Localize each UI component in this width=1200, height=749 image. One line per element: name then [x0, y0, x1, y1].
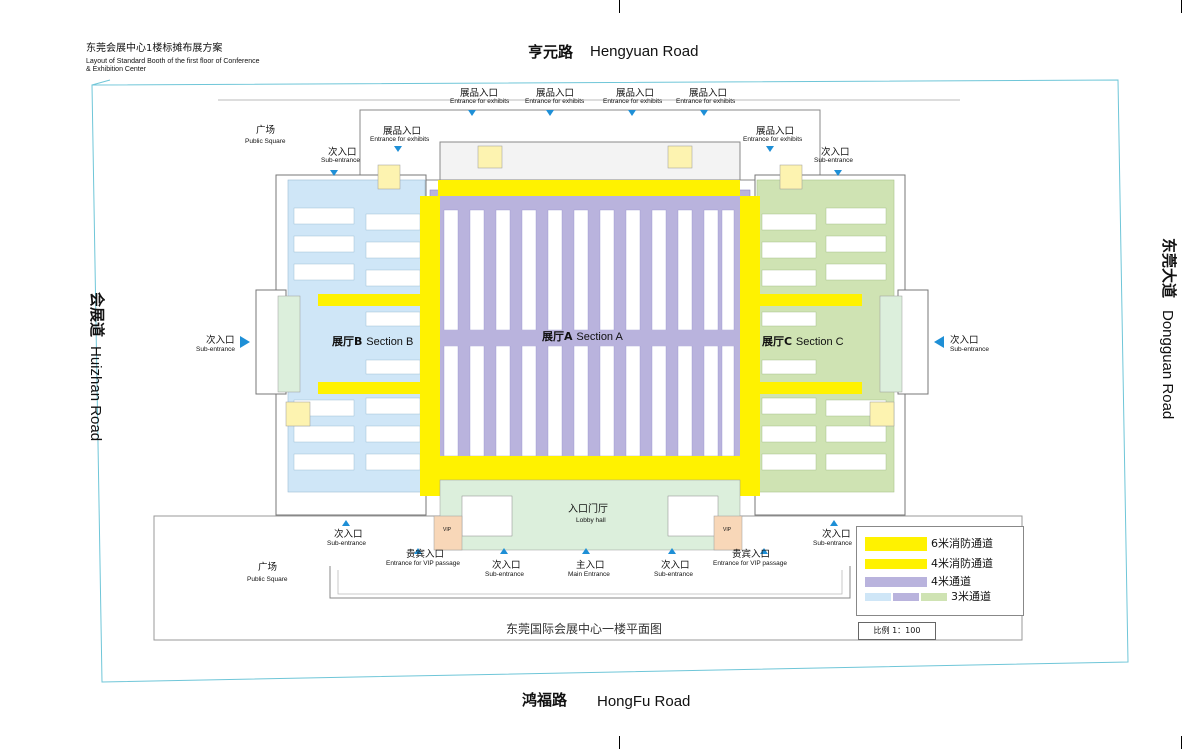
vip-entrance-right-zh: 贵宾入口: [732, 549, 771, 560]
legend-swatch-3m-green: [921, 593, 947, 601]
crop-mark-bottom: [619, 736, 620, 749]
hall-b-en: Section B: [366, 336, 414, 348]
exhibit-entrance-3-en: Entrance for exhibits: [603, 98, 663, 105]
exhibit-entrance-5-zh: 展品入口: [383, 126, 422, 137]
square-bottom-zh: 广场: [258, 562, 278, 573]
sub-entrance-tl-en: Sub-entrance: [321, 157, 361, 164]
sub-entrance-right-en: Sub-entrance: [950, 346, 990, 353]
legend-swatch-3m-blue: [865, 593, 891, 601]
map-title-en-line2: & Exhibition Center: [86, 66, 146, 73]
hall-c-zh: 展厅C: [762, 335, 793, 348]
sub-entrance-tr-zh: 次入口: [821, 147, 850, 158]
plan-title: 东莞国际会展中心一楼平面图: [506, 622, 663, 636]
sub-entrance-right-zh: 次入口: [950, 335, 979, 346]
exhibit-entrance-3-zh: 展品入口: [616, 88, 655, 99]
square-top-zh: 广场: [256, 125, 276, 136]
sub-entrance-b1-zh: 次入口: [492, 560, 521, 571]
crop-mark-top: [619, 0, 620, 13]
vip-room-badge-right: VIP: [723, 527, 732, 533]
hall-a-label: 展厅A Section A: [542, 331, 623, 343]
road-top-en: Hengyuan Road: [590, 43, 699, 60]
hall-c-label: 展厅C Section C: [762, 336, 844, 348]
vip-room-badge-left: VIP: [443, 527, 452, 533]
sub-entrance-bl-en: Sub-entrance: [327, 540, 367, 547]
legend-label-3m: 3米通道: [951, 590, 991, 603]
road-left-en: Huizhan Road: [87, 346, 104, 442]
crop-mark-bottom-right: [1181, 736, 1182, 749]
hall-b-label: 展厅B Section B: [332, 336, 413, 348]
exhibit-entrance-1-zh: 展品入口: [460, 88, 499, 99]
square-top-en: Public Square: [245, 138, 286, 145]
exhibit-entrance-4-en: Entrance for exhibits: [676, 98, 736, 105]
hall-a-zh: 展厅A: [542, 330, 573, 343]
crop-mark-top-right: [1181, 0, 1182, 13]
map-title-zh: 东莞会展中心1楼标摊布展方案: [86, 43, 223, 54]
road-bottom-en: HongFu Road: [597, 693, 691, 710]
exhibit-entrance-6-zh: 展品入口: [756, 126, 795, 137]
legend-swatch-4m: [865, 577, 927, 587]
hall-b-zh: 展厅B: [332, 335, 363, 348]
road-right-zh: 东莞大道: [1160, 238, 1178, 299]
sub-entrance-tl-zh: 次入口: [328, 147, 357, 158]
sub-entrance-br-en: Sub-entrance: [813, 540, 853, 547]
main-entrance-en: Main Entrance: [568, 571, 610, 578]
sub-entrance-b1-en: Sub-entrance: [485, 571, 525, 578]
vip-entrance-left-zh: 贵宾入口: [406, 549, 445, 560]
main-entrance-zh: 主入口: [576, 560, 605, 571]
legend-swatch-4m-fire: [865, 559, 927, 569]
legend-swatch-6m: [865, 537, 927, 551]
road-right-en: Dongguan Road: [1159, 310, 1176, 420]
exhibit-entrance-5-en: Entrance for exhibits: [370, 136, 430, 143]
scale-label: 比例 1：100: [858, 622, 936, 640]
exhibit-entrance-4-zh: 展品入口: [689, 88, 728, 99]
road-bottom-zh: 鸿福路: [522, 691, 568, 709]
road-left-zh: 会展道: [88, 292, 106, 338]
sub-entrance-b2-en: Sub-entrance: [654, 571, 694, 578]
lobby-en: Lobby hall: [576, 517, 606, 524]
hall-a-en: Section A: [576, 331, 623, 343]
vip-entrance-right-en: Entrance for VIP passage: [713, 560, 787, 567]
lobby-zh: 入口门厅: [568, 504, 608, 515]
legend-label-6m: 6米消防通道: [931, 537, 993, 550]
vip-entrance-left-en: Entrance for VIP passage: [386, 560, 460, 567]
legend-swatch-3m-purple: [893, 593, 919, 601]
sub-entrance-b2-zh: 次入口: [661, 560, 690, 571]
hall-c-en: Section C: [795, 336, 844, 348]
legend-label-4m-fire: 4米消防通道: [931, 557, 993, 570]
sub-entrance-br-zh: 次入口: [822, 529, 851, 540]
map-title-en-line1: Layout of Standard Booth of the first fl…: [86, 58, 260, 65]
road-top-zh: 亨元路: [528, 43, 574, 61]
sub-entrance-left-en: Sub-entrance: [196, 346, 236, 353]
sub-entrance-left-zh: 次入口: [206, 335, 235, 346]
legend: 6米消防通道 4米消防通道 4米通道 3米通道: [856, 526, 1024, 616]
exhibit-entrance-1-en: Entrance for exhibits: [450, 98, 510, 105]
exhibit-entrance-2-zh: 展品入口: [536, 88, 575, 99]
sub-entrance-tr-en: Sub-entrance: [814, 157, 854, 164]
square-bottom-en: Public Square: [247, 576, 288, 583]
sub-entrance-bl-zh: 次入口: [334, 529, 363, 540]
exhibit-entrance-6-en: Entrance for exhibits: [743, 136, 803, 143]
legend-label-4m: 4米通道: [931, 575, 971, 588]
exhibit-entrance-2-en: Entrance for exhibits: [525, 98, 585, 105]
